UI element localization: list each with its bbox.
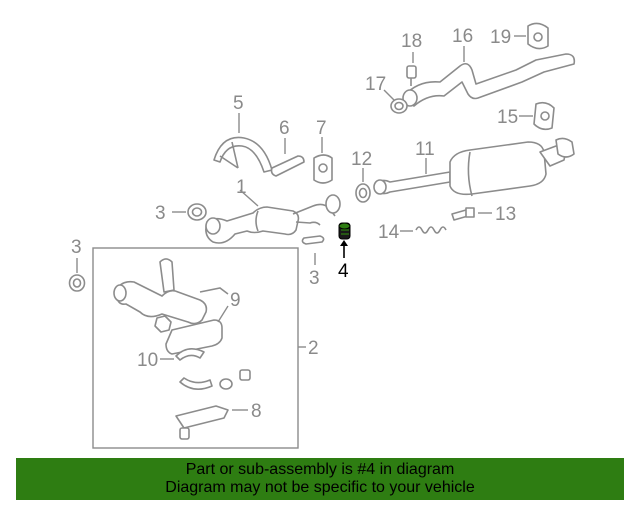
callout-16: 16 bbox=[452, 26, 473, 47]
part-1-front-pipe[interactable] bbox=[205, 194, 341, 244]
callout-5: 5 bbox=[233, 93, 244, 114]
callout-17: 17 bbox=[365, 74, 386, 95]
callout-8: 8 bbox=[251, 401, 262, 422]
callout-3-lower: 3 bbox=[309, 268, 320, 289]
part-9-heat-shield[interactable] bbox=[165, 319, 223, 355]
callout-18: 18 bbox=[401, 31, 422, 52]
part-5-bracket[interactable] bbox=[213, 136, 273, 173]
callout-13: 13 bbox=[495, 204, 516, 225]
part-3-gasket-upper[interactable] bbox=[187, 203, 207, 221]
part-14-spring[interactable] bbox=[415, 226, 447, 234]
leader-17 bbox=[383, 89, 395, 101]
part-13-bolt[interactable] bbox=[451, 207, 475, 221]
banner-line-2: Diagram may not be specific to your vehi… bbox=[165, 479, 475, 496]
part-8-shield[interactable] bbox=[175, 405, 229, 440]
part-17-gasket[interactable] bbox=[390, 98, 408, 114]
callout-9: 9 bbox=[230, 290, 241, 311]
callout-11: 11 bbox=[415, 139, 435, 160]
part-6-bracket[interactable] bbox=[270, 155, 305, 177]
part-10-clamp[interactable] bbox=[175, 348, 251, 390]
leader-1 bbox=[239, 189, 259, 207]
part-15-hanger[interactable] bbox=[533, 101, 555, 131]
part-12-gasket[interactable] bbox=[355, 183, 371, 203]
callout-4: 4 bbox=[338, 261, 349, 282]
callout-3-left: 3 bbox=[71, 237, 82, 258]
subassembly-box bbox=[92, 247, 299, 449]
part-info-banner: Part or sub-assembly is #4 in diagram Di… bbox=[16, 458, 624, 500]
part-2-front-pipe-assembly[interactable] bbox=[113, 258, 229, 325]
callout-1: 1 bbox=[236, 177, 247, 198]
callout-7: 7 bbox=[316, 118, 327, 139]
callout-14: 14 bbox=[378, 222, 400, 243]
part-3-gasket-left[interactable] bbox=[68, 274, 86, 292]
part-16-tail-pipe[interactable] bbox=[402, 53, 576, 107]
part-11-muffler-pipe[interactable] bbox=[373, 137, 575, 197]
banner-line-1: Part or sub-assembly is #4 in diagram bbox=[185, 461, 455, 478]
callout-19: 19 bbox=[490, 27, 511, 48]
part-18-bolt[interactable] bbox=[406, 65, 417, 86]
part-3-gasket-lower[interactable] bbox=[301, 235, 325, 245]
part-2-nut[interactable] bbox=[154, 315, 172, 333]
part-7-hanger[interactable] bbox=[313, 154, 333, 184]
callout-3-upper: 3 bbox=[155, 203, 166, 224]
callout-10: 10 bbox=[137, 350, 158, 371]
leader-9 bbox=[217, 305, 229, 323]
callout-2: 2 bbox=[308, 338, 319, 359]
arrow-4 bbox=[340, 240, 348, 246]
part-4-nut-highlighted[interactable] bbox=[338, 222, 351, 240]
callout-15: 15 bbox=[497, 107, 518, 128]
callout-6: 6 bbox=[279, 118, 290, 139]
callout-12: 12 bbox=[351, 149, 372, 170]
part-19-hanger[interactable] bbox=[527, 22, 549, 50]
